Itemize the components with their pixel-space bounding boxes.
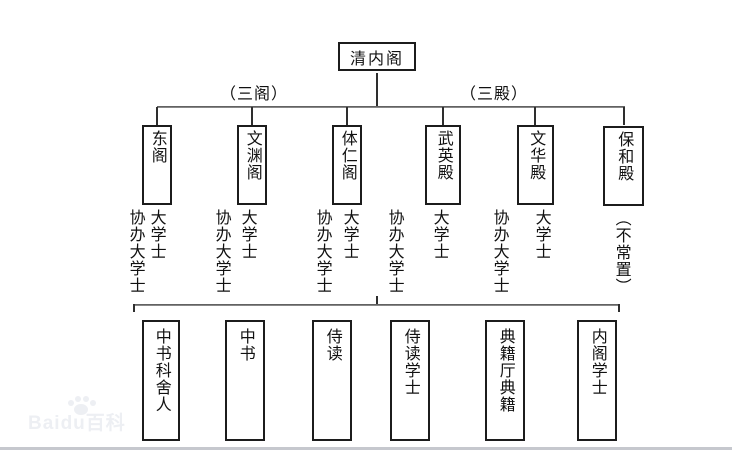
officials-wuyingdian-assistant: 协办大学士 bbox=[385, 209, 403, 294]
node-shidu-label: 侍读 bbox=[323, 328, 341, 362]
officials-wenhuadian-assistant: 协办大学士 bbox=[490, 209, 508, 294]
root-node-qing-cabinet: 清内阁 bbox=[338, 42, 416, 71]
node-dianji-ting-dianji: 典籍厅典籍 bbox=[485, 320, 525, 441]
connector-top-rail bbox=[157, 106, 625, 108]
node-shidu-xueshi: 侍读学士 bbox=[390, 320, 430, 441]
branch-label-three-pavilions: （三阁） bbox=[220, 86, 289, 103]
node-shidu-xueshi-label: 侍读学士 bbox=[401, 328, 419, 396]
connector-bottom-stub bbox=[376, 296, 378, 305]
officials-tirenge-assistant: 协办大学士 bbox=[313, 209, 331, 294]
node-wenhuadian: 文华殿 bbox=[517, 125, 554, 205]
node-shidu: 侍读 bbox=[312, 320, 352, 441]
node-baohedian-label: 保和殿 bbox=[615, 131, 633, 182]
node-donge: 东阁 bbox=[142, 125, 172, 205]
node-wenyuange-label: 文渊阁 bbox=[243, 130, 261, 181]
baidu-paw-icon bbox=[66, 396, 96, 416]
node-neige-xueshi: 内阁学士 bbox=[577, 320, 617, 441]
connector-drop-wuyingdian bbox=[442, 107, 444, 125]
node-zhongshu-label: 中书 bbox=[236, 328, 254, 362]
connector-bottom-rail-left-hook bbox=[133, 304, 135, 312]
connector-bottom-rail bbox=[133, 304, 620, 306]
connector-drop-wenhuadian bbox=[534, 107, 536, 125]
node-wenyuange: 文渊阁 bbox=[237, 125, 267, 205]
node-zhongshu-keshe-ren: 中书科舍人 bbox=[142, 320, 180, 441]
officials-wenhuadian-grand: 大学士 bbox=[532, 209, 550, 260]
connector-bottom-rail-right-hook bbox=[618, 304, 620, 312]
note-baohedian-not-regular: （不常置） bbox=[612, 210, 630, 295]
connector-root-drop bbox=[376, 73, 378, 107]
officials-donge-grand: 大学士 bbox=[147, 209, 165, 260]
officials-donge-assistant: 协办大学士 bbox=[126, 209, 144, 294]
node-wuyingdian: 武英殿 bbox=[425, 125, 461, 205]
node-dianji-ting-dianji-label: 典籍厅典籍 bbox=[496, 328, 514, 413]
node-wenhuadian-label: 文华殿 bbox=[527, 130, 545, 181]
node-zhongshu: 中书 bbox=[225, 320, 265, 441]
node-donge-label: 东阁 bbox=[148, 130, 166, 164]
root-node-label: 清内阁 bbox=[349, 50, 404, 68]
connector-drop-baohedian bbox=[623, 107, 625, 125]
node-baohedian: 保和殿 bbox=[603, 126, 644, 206]
page-divider-line bbox=[0, 447, 732, 450]
officials-wuyingdian-grand: 大学士 bbox=[430, 209, 448, 260]
node-neige-xueshi-label: 内阁学士 bbox=[588, 328, 606, 396]
connector-drop-wenyuange bbox=[251, 107, 253, 125]
officials-wenyuange-assistant: 协办大学士 bbox=[212, 209, 230, 294]
watermark-text: Baidu百科 bbox=[28, 413, 126, 434]
officials-wenyuange-grand: 大学士 bbox=[238, 209, 256, 260]
baidu-baike-watermark: Baidu百科 bbox=[26, 396, 146, 436]
node-zhongshu-keshe-ren-label: 中书科舍人 bbox=[152, 328, 170, 413]
officials-tirenge-grand: 大学士 bbox=[340, 209, 358, 260]
connector-drop-donge bbox=[156, 107, 158, 125]
connector-drop-tirenge bbox=[346, 107, 348, 125]
node-wuyingdian-label: 武英殿 bbox=[434, 130, 452, 181]
node-tirenge-label: 体仁阁 bbox=[338, 130, 356, 181]
branch-label-three-halls: （三殿） bbox=[460, 86, 529, 103]
node-tirenge: 体仁阁 bbox=[332, 125, 362, 205]
